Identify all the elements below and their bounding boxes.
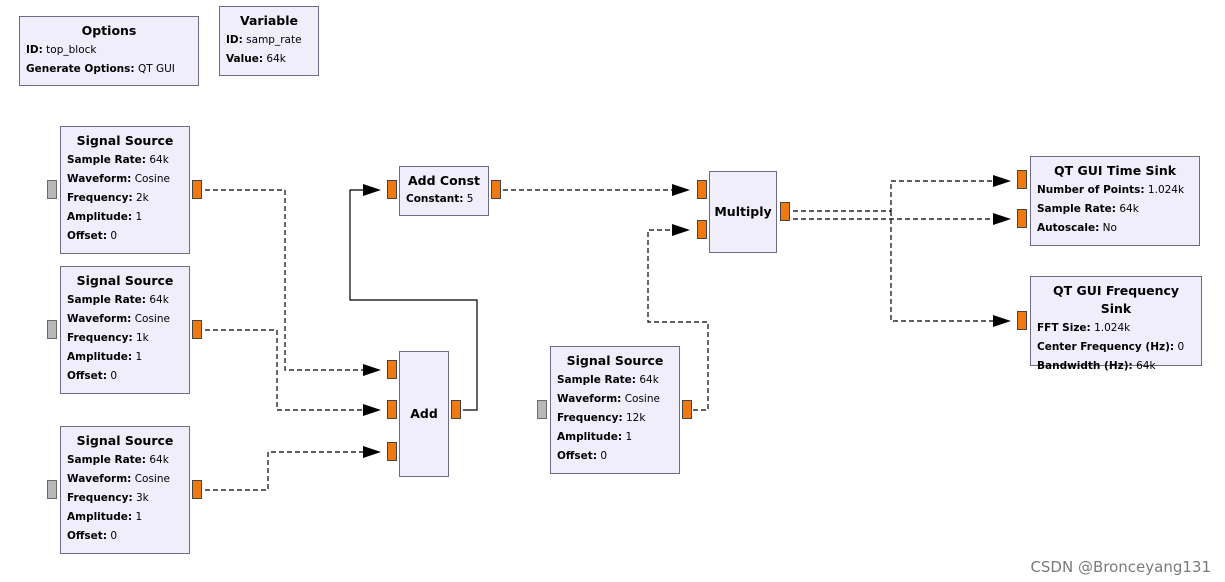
freqsink-input-port[interactable] <box>1017 311 1027 330</box>
wire-source2-to-add <box>205 329 365 411</box>
wire-multiply-to-freqsink <box>890 211 995 322</box>
block-title: Variable <box>239 13 299 28</box>
signal-source-block-3[interactable]: Signal Source Sample Rate: 64k Waveform:… <box>60 426 190 554</box>
arrow-add-in0 <box>363 364 381 376</box>
arrow-multiply-in0 <box>672 184 690 196</box>
source1-output-port[interactable] <box>192 180 202 199</box>
timesink-input-port-1[interactable] <box>1017 209 1027 228</box>
arrow-add-in1 <box>363 404 381 416</box>
block-param: Generate Options: QT GUI <box>26 63 175 75</box>
add-output-port[interactable] <box>451 400 461 419</box>
add-const-block[interactable]: Add Const Constant: 5 <box>399 166 489 216</box>
block-param: Autoscale: No <box>1037 222 1117 234</box>
block-param: Waveform: Cosine <box>67 313 170 325</box>
wire-source1-to-add <box>205 189 365 371</box>
block-title: Signal Source <box>566 353 664 368</box>
multiply-input-port-1[interactable] <box>697 220 707 239</box>
block-param: Bandwidth (Hz): 64k <box>1037 360 1156 372</box>
block-param: Offset: 0 <box>67 230 118 242</box>
arrow-addconst-in <box>363 184 381 196</box>
block-param: Frequency: 3k <box>67 492 149 504</box>
variable-block[interactable]: Variable ID: samp_rate Value: 64k <box>219 6 319 76</box>
block-param: Center Frequency (Hz): 0 <box>1037 341 1185 353</box>
block-title: Signal Source <box>76 273 174 288</box>
block-title: Add <box>410 406 438 421</box>
multiply-block[interactable]: Multiply <box>709 171 777 253</box>
arrow-freqsink-in <box>993 315 1011 327</box>
block-title: Signal Source <box>76 433 174 448</box>
multiply-output-port[interactable] <box>780 202 790 221</box>
wire-source3-to-add <box>205 451 365 491</box>
multiply-input-port-0[interactable] <box>697 180 707 199</box>
block-param: Sample Rate: 64k <box>67 294 169 306</box>
options-block[interactable]: Options ID: top_block Generate Options: … <box>19 16 199 86</box>
block-param: Amplitude: 1 <box>67 511 143 523</box>
block-title: Options <box>81 23 137 38</box>
wire-multiply-to-timesink0 <box>793 180 995 212</box>
block-param: Frequency: 1k <box>67 332 149 344</box>
source3-input-port[interactable] <box>47 480 57 499</box>
arrow-add-in2 <box>363 446 381 458</box>
block-param: Sample Rate: 64k <box>1037 203 1139 215</box>
block-param: Constant: 5 <box>406 193 474 205</box>
source4-output-port[interactable] <box>682 400 692 419</box>
block-param: Frequency: 2k <box>67 192 149 204</box>
block-param: ID: top_block <box>26 44 97 56</box>
add-input-port-1[interactable] <box>387 400 397 419</box>
arrow-timesink-in1 <box>993 213 1011 225</box>
block-param: Offset: 0 <box>557 450 608 462</box>
block-param: Offset: 0 <box>67 530 118 542</box>
source1-input-port[interactable] <box>47 180 57 199</box>
arrow-timesink-in0 <box>993 175 1011 187</box>
block-param: Sample Rate: 64k <box>67 454 169 466</box>
block-param: ID: samp_rate <box>226 34 302 46</box>
addconst-input-port[interactable] <box>387 180 397 199</box>
block-param: Sample Rate: 64k <box>67 154 169 166</box>
block-param: Waveform: Cosine <box>557 393 660 405</box>
signal-source-block-4[interactable]: Signal Source Sample Rate: 64k Waveform:… <box>550 346 680 474</box>
block-param: Offset: 0 <box>67 370 118 382</box>
watermark: CSDN @Bronceyang131 <box>1030 558 1211 576</box>
block-param: Amplitude: 1 <box>67 351 143 363</box>
add-input-port-2[interactable] <box>387 442 397 461</box>
addconst-output-port[interactable] <box>491 180 501 199</box>
block-param: Amplitude: 1 <box>557 431 633 443</box>
timesink-input-port-0[interactable] <box>1017 170 1027 189</box>
signal-source-block-1[interactable]: Signal Source Sample Rate: 64k Waveform:… <box>60 126 190 254</box>
block-title: QT GUI Frequency Sink <box>1052 283 1180 316</box>
block-param: Value: 64k <box>226 53 286 65</box>
block-param: Waveform: Cosine <box>67 473 170 485</box>
block-param: Sample Rate: 64k <box>557 374 659 386</box>
source2-input-port[interactable] <box>47 320 57 339</box>
block-param: Frequency: 12k <box>557 412 646 424</box>
block-title: Multiply <box>714 204 772 219</box>
block-param: FFT Size: 1.024k <box>1037 322 1131 334</box>
block-title: Signal Source <box>76 133 174 148</box>
block-param: Amplitude: 1 <box>67 211 143 223</box>
block-title: QT GUI Time Sink <box>1053 163 1177 178</box>
arrow-multiply-in1 <box>672 224 690 236</box>
source3-output-port[interactable] <box>192 480 202 499</box>
qt-gui-frequency-sink-block[interactable]: QT GUI Frequency Sink FFT Size: 1.024k C… <box>1030 276 1202 372</box>
block-title: Add Const <box>408 173 480 188</box>
signal-source-block-2[interactable]: Signal Source Sample Rate: 64k Waveform:… <box>60 266 190 394</box>
block-param: Waveform: Cosine <box>67 173 170 185</box>
add-input-port-0[interactable] <box>387 360 397 379</box>
source4-input-port[interactable] <box>537 400 547 419</box>
add-block[interactable]: Add <box>399 351 449 477</box>
source2-output-port[interactable] <box>192 320 202 339</box>
qt-gui-time-sink-block[interactable]: QT GUI Time Sink Number of Points: 1.024… <box>1030 156 1200 246</box>
block-param: Number of Points: 1.024k <box>1037 184 1185 196</box>
